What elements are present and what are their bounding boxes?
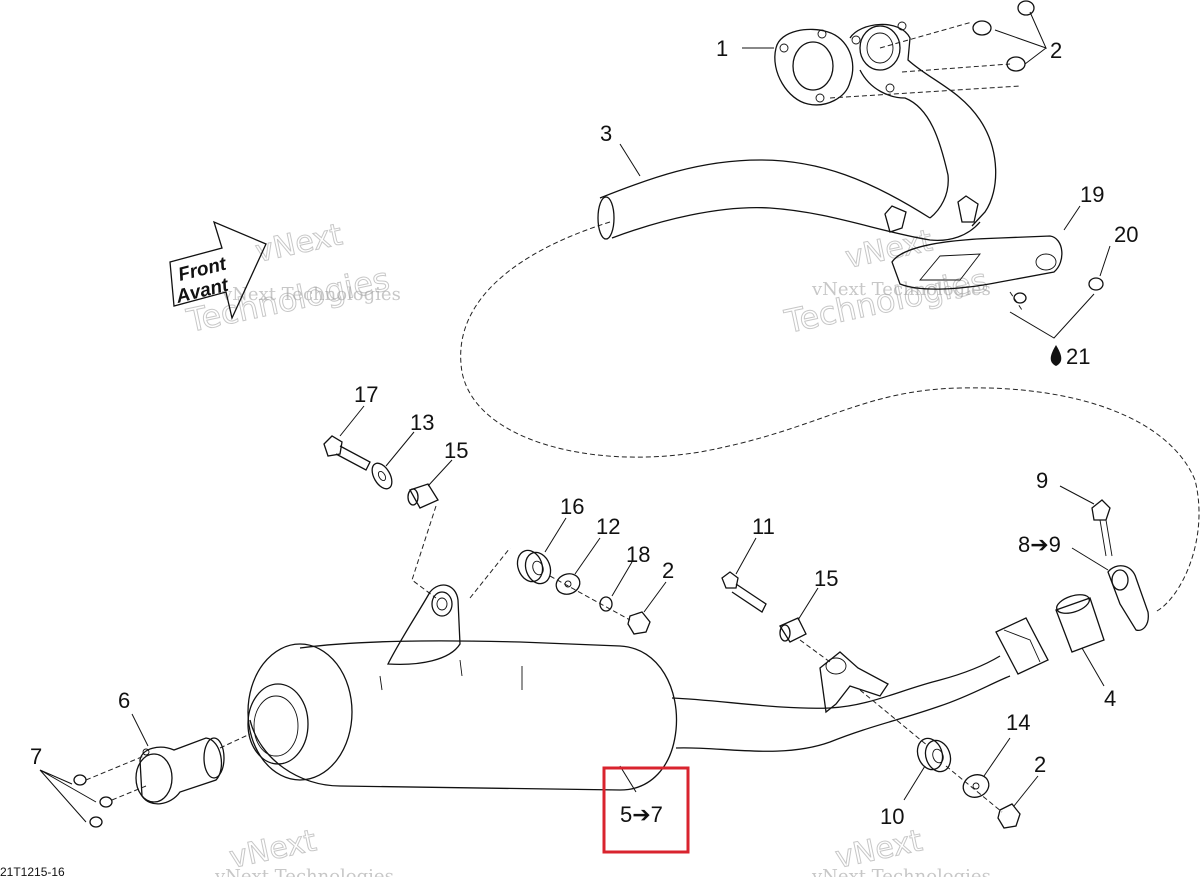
leader-17	[339, 405, 365, 437]
guide-line	[219, 733, 251, 749]
guide-line	[859, 689, 929, 747]
callout-6: 6	[118, 688, 130, 713]
svg-text:vNext Technologies: vNext Technologies	[811, 866, 991, 877]
guide-line	[111, 785, 147, 801]
leader-21	[1009, 293, 1095, 339]
screw-part-20	[1013, 277, 1104, 304]
svg-text:Technologies: Technologies	[781, 261, 991, 341]
callout-2-middle: 2	[662, 558, 674, 583]
bolt-part-9	[1091, 499, 1113, 557]
leader-10	[903, 765, 926, 801]
guide-line	[829, 85, 1021, 99]
bracket-part-19	[891, 235, 1063, 311]
nut-part-2-middle	[627, 611, 651, 635]
leader-13	[385, 431, 415, 467]
leader-8	[1071, 547, 1109, 571]
leader-18	[611, 561, 633, 597]
callout-18: 18	[626, 542, 650, 567]
washer-part-14	[962, 774, 990, 798]
watermark-bottom-left: vNext vNext Technologies	[214, 823, 394, 877]
nut-part-2-top	[972, 0, 1035, 72]
callout-4: 4	[1104, 686, 1116, 711]
callout-5: 5➔7	[620, 802, 663, 827]
leader-9	[1059, 485, 1095, 505]
guide-line	[469, 547, 511, 599]
svg-text:vNext Technologies: vNext Technologies	[214, 866, 394, 877]
callout-16: 16	[560, 494, 584, 519]
leader-14	[983, 737, 1011, 777]
callout-7: 7	[30, 744, 42, 769]
callout-1: 1	[716, 36, 728, 61]
bolt-part-17	[323, 435, 371, 471]
muffler-detail	[459, 659, 463, 677]
callout-15-top: 15	[444, 438, 468, 463]
header-pipe-part-3	[597, 21, 997, 242]
leader-2-top	[994, 11, 1047, 49]
leader-2-top	[1024, 47, 1047, 65]
callout-9: 9	[1036, 468, 1048, 493]
grommet-part-10	[916, 737, 952, 773]
leader-15-bottom	[797, 587, 819, 621]
washer-part-13	[371, 462, 393, 490]
guide-line	[411, 505, 437, 599]
spacer-part-15-bottom	[779, 617, 807, 643]
svg-text:vNext Technologies: vNext Technologies	[811, 279, 991, 300]
guide-line	[549, 575, 631, 621]
bolt-part-11	[721, 571, 767, 613]
svg-text:vNext Technologies: vNext Technologies	[221, 284, 401, 305]
assembly-path-loop	[460, 221, 1200, 613]
callout-2-bottom: 2	[1034, 752, 1046, 777]
guide-line	[799, 639, 831, 663]
clamp-part-8	[1107, 565, 1149, 632]
leader-20	[1099, 245, 1111, 277]
grommet-part-16	[516, 549, 552, 585]
callout-14: 14	[1006, 710, 1030, 735]
threadlock-drop-icon	[1050, 345, 1062, 366]
leader-16	[544, 517, 567, 553]
leader-5	[619, 765, 637, 793]
callout-10: 10	[880, 804, 904, 829]
front-direction-arrow: Front Avant	[169, 220, 267, 321]
nut-part-2-bottom	[997, 803, 1021, 829]
callout-19: 19	[1080, 182, 1104, 207]
guide-line	[945, 765, 1003, 813]
sleeve-part-4	[1055, 594, 1105, 653]
callout-11: 11	[752, 514, 775, 539]
spacer-part-15-top	[407, 483, 439, 509]
muffler-detail	[379, 675, 383, 691]
guide-line	[85, 755, 145, 781]
watermark-bottom-right: vNext vNext Technologies	[811, 823, 991, 877]
callout-21: 21	[1066, 344, 1090, 369]
leader-3	[619, 143, 641, 177]
callout-13: 13	[410, 410, 434, 435]
muffler-part-5	[247, 584, 678, 791]
leader-15-top	[427, 459, 453, 487]
drawing-code: 21T1215-16	[0, 865, 65, 877]
mid-pipe	[671, 617, 1049, 752]
leader-2-bottom	[1013, 775, 1039, 807]
leader-19	[1063, 205, 1081, 231]
leader-12	[574, 537, 601, 575]
callout-15-bottom: 15	[814, 566, 838, 591]
screw-part-7	[73, 774, 113, 828]
callout-12: 12	[596, 514, 620, 539]
callout-17: 17	[354, 382, 378, 407]
gasket-part-1	[774, 28, 854, 106]
callout-3: 3	[600, 121, 612, 146]
leader-7	[39, 769, 97, 823]
washer-part-12	[555, 573, 581, 595]
leader-11	[735, 537, 757, 575]
leader-6	[131, 713, 149, 747]
leader-2-middle	[643, 581, 667, 613]
guide-line	[901, 63, 1011, 73]
callout-8: 8➔9	[1018, 532, 1061, 557]
highlight-box	[602, 766, 690, 854]
leader-4	[1081, 647, 1105, 687]
callout-20: 20	[1114, 222, 1138, 247]
spark-arrester-part-6	[135, 737, 225, 805]
callout-2-top: 2	[1050, 38, 1062, 63]
